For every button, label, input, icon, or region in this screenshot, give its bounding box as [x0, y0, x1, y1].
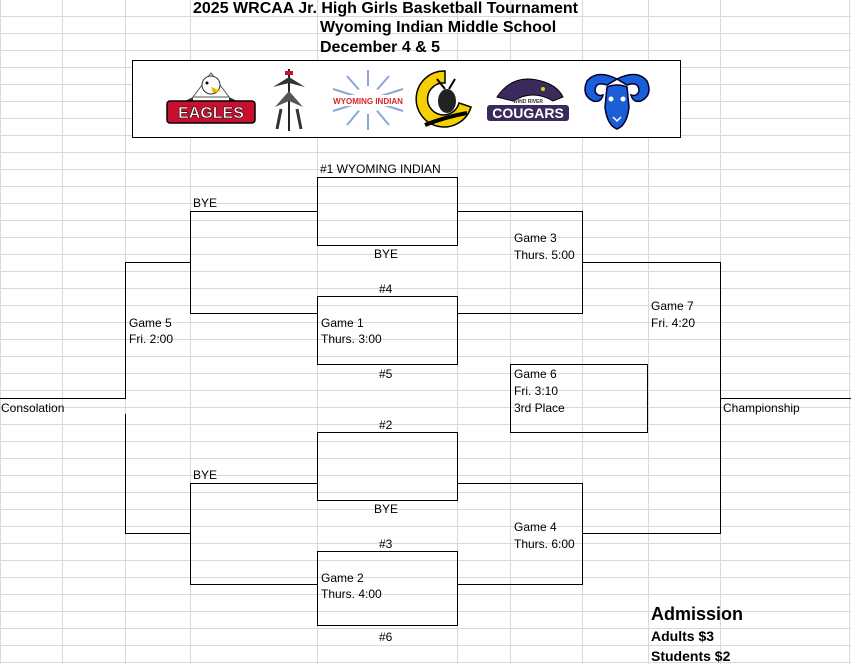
- feather-staff-icon: [273, 69, 305, 131]
- seed6-label: #6: [379, 630, 393, 644]
- game6-time: Fri. 3:10: [514, 384, 559, 398]
- admission-adults: Adults $3: [651, 628, 715, 644]
- bye-bottom-label: BYE: [374, 502, 399, 516]
- venue-title: Wyoming Indian Middle School: [320, 19, 557, 36]
- seed3-label: #3: [379, 537, 393, 551]
- admission-students: Students $2: [651, 648, 731, 664]
- game1-time: Thurs. 3:00: [321, 332, 382, 346]
- seed5-label: #5: [379, 367, 393, 381]
- admission-heading: Admission: [651, 604, 744, 624]
- ram-logo-icon: [584, 73, 650, 130]
- game4-time: Thurs. 6:00: [514, 537, 575, 551]
- game2-box: [317, 551, 458, 626]
- game4-name: Game 4: [514, 520, 557, 534]
- date-title: December 4 & 5: [320, 39, 441, 56]
- game5-name: Game 5: [129, 316, 172, 330]
- cougars-logo-subtext: WIND RIVER: [513, 99, 543, 105]
- seed4-label: #4: [379, 282, 393, 296]
- game1-box: [317, 296, 458, 365]
- game5-time: Fri. 2:00: [129, 332, 174, 346]
- championship-label: Championship: [723, 401, 800, 415]
- wyoming-indian-logo-text: WYOMING INDIAN: [333, 97, 403, 106]
- game7-name: Game 7: [651, 299, 694, 313]
- tournament-title: 2025 WRCAA Jr. High Girls Basketball Tou…: [193, 0, 578, 17]
- seed1-box: [317, 177, 458, 246]
- game2-name: Game 2: [321, 571, 364, 585]
- seed1-label: #1 WYOMING INDIAN: [320, 162, 441, 176]
- cougars-logo-icon: WIND RIVER COUGARS: [487, 78, 569, 121]
- cougars-logo-text: COUGARS: [492, 105, 564, 121]
- game7-time: Fri. 4:20: [651, 316, 696, 330]
- seed2-label: #2: [379, 418, 393, 432]
- team-logos-bar: EAGLES WYOMING INDIAN WIND RIVER COUG: [132, 60, 681, 138]
- seed2-box: [317, 432, 458, 501]
- game3-time: Thurs. 5:00: [514, 248, 575, 262]
- game2-time: Thurs. 4:00: [321, 587, 382, 601]
- bye-top-left-label: BYE: [193, 196, 218, 210]
- bye-top-label: BYE: [374, 247, 399, 261]
- game6-box: [510, 364, 648, 433]
- game6-label: 3rd Place: [514, 401, 565, 415]
- game1-name: Game 1: [321, 316, 364, 330]
- yellowjacket-logo-icon: [415, 70, 472, 128]
- game3-name: Game 3: [514, 231, 557, 245]
- consolation-label: Consolation: [1, 401, 65, 415]
- bye-bottom-left-label: BYE: [193, 468, 218, 482]
- wyoming-indian-logo-icon: WYOMING INDIAN: [329, 70, 407, 130]
- eagles-logo-text: EAGLES: [178, 105, 244, 122]
- game6-name: Game 6: [514, 367, 557, 381]
- eagles-logo-icon: EAGLES: [166, 72, 256, 124]
